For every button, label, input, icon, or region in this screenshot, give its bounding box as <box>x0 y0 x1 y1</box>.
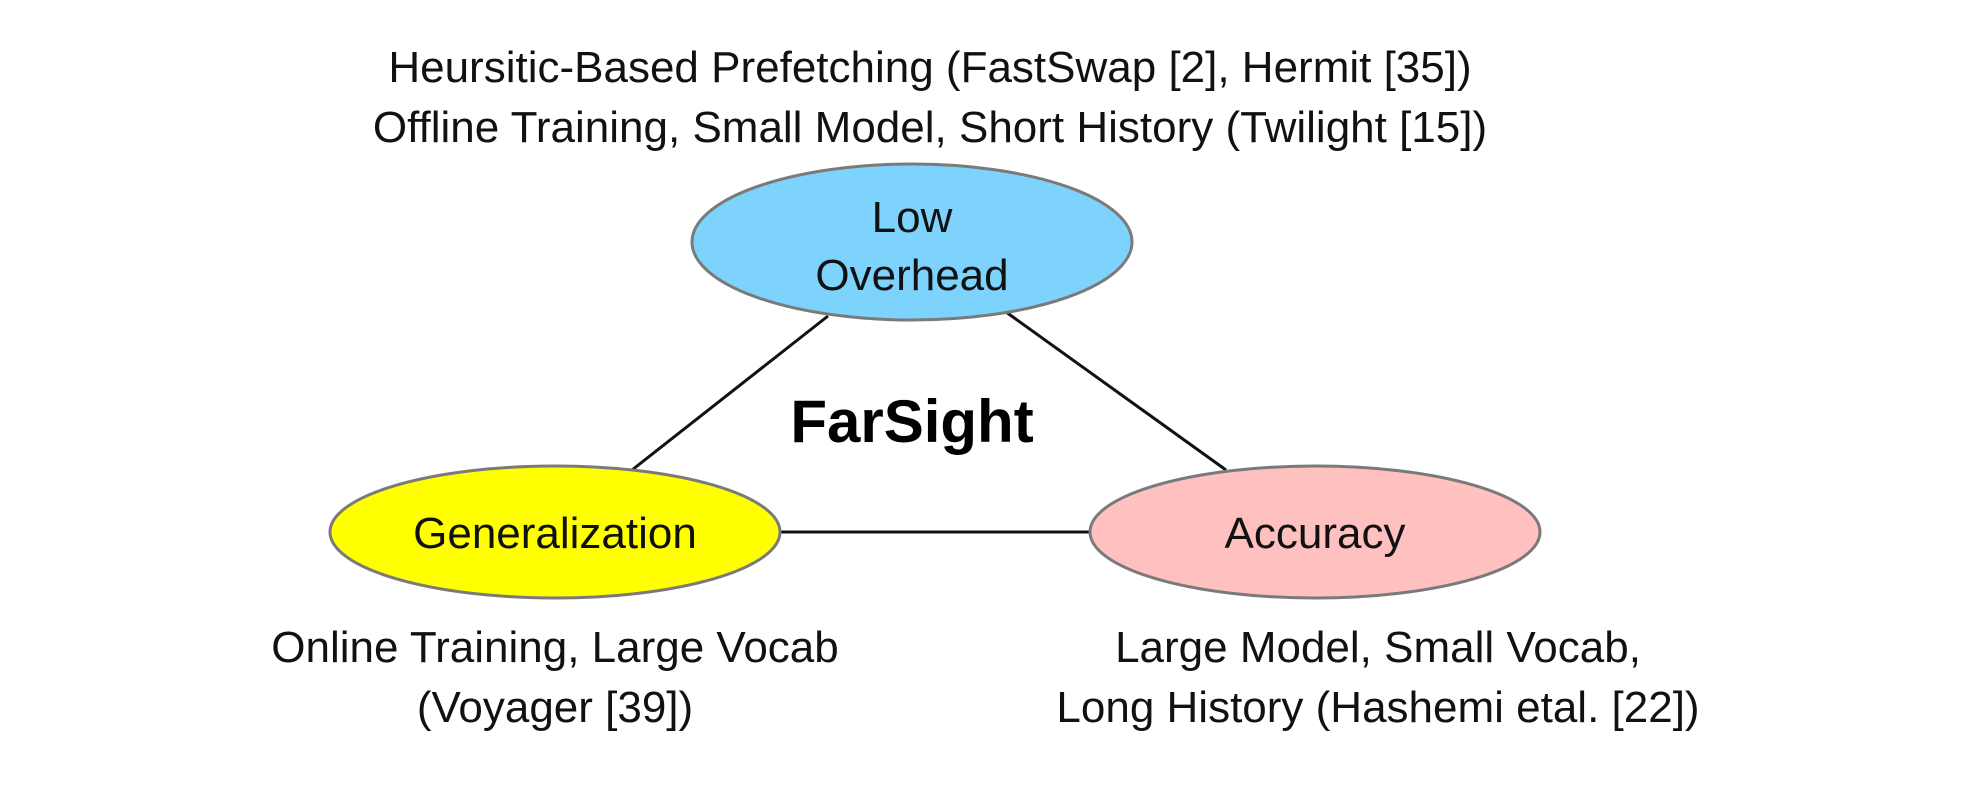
node-low-overhead: Low Overhead <box>690 162 1134 322</box>
edge-low-overhead-to-generalization <box>631 314 829 472</box>
edge-low-overhead-to-accuracy <box>1005 310 1227 472</box>
low-overhead-label-line-1: Low <box>872 193 953 242</box>
accuracy-ellipse <box>1088 464 1542 600</box>
generalization-label: Generalization <box>413 509 697 558</box>
top-caption-line-2: Offline Training, Small Model, Short His… <box>373 103 1487 152</box>
center-title: FarSight <box>790 388 1033 455</box>
node-generalization: Generalization <box>328 464 782 600</box>
node-accuracy: Accuracy <box>1088 464 1542 600</box>
low-overhead-ellipse <box>690 162 1134 322</box>
top-caption-line-1: Heursitic-Based Prefetching (FastSwap [2… <box>388 43 1471 92</box>
bottom-left-caption-line-1: Online Training, Large Vocab <box>271 623 839 672</box>
low-overhead-label-line-2: Overhead <box>815 251 1008 300</box>
bottom-left-caption-line-2: (Voyager [39]) <box>417 683 693 732</box>
bottom-right-caption-line-2: Long History (Hashemi etal. [22]) <box>1056 683 1699 732</box>
accuracy-label: Accuracy <box>1225 509 1406 558</box>
bottom-right-caption-line-1: Large Model, Small Vocab, <box>1115 623 1641 672</box>
generalization-ellipse <box>328 464 782 600</box>
